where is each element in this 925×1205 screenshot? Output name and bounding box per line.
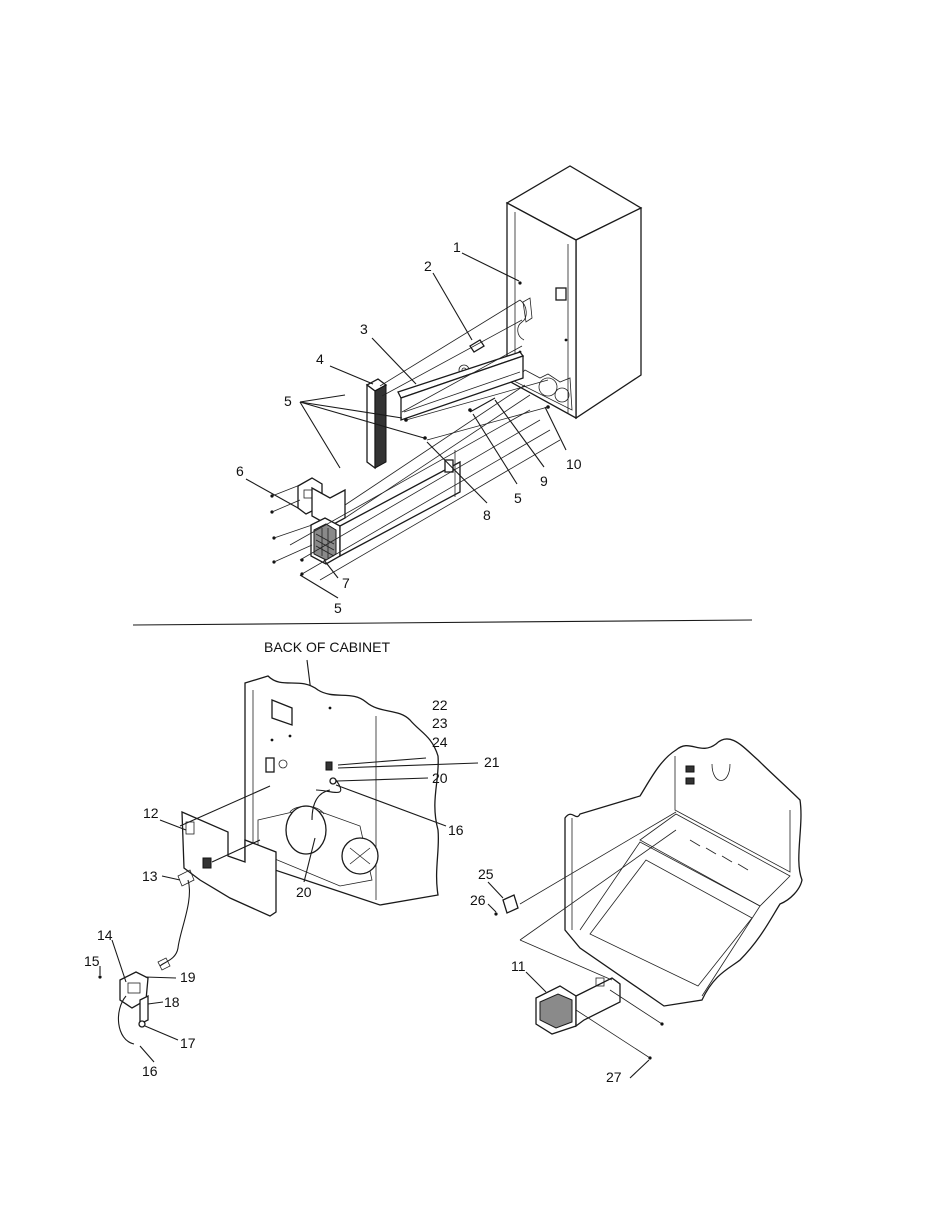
section-divider	[132, 619, 753, 626]
part-6-bracket	[297, 477, 346, 527]
part-18-water-valve	[119, 971, 149, 1028]
callout-21: 21	[484, 754, 500, 770]
leaders-bottom-right	[487, 881, 650, 1079]
callout-27: 27	[606, 1069, 622, 1085]
callout-26: 26	[470, 892, 486, 908]
callout-1: 1	[453, 239, 461, 255]
callout-13: 13	[142, 868, 158, 884]
callout-24: 24	[432, 734, 448, 750]
callout-14: 14	[97, 927, 113, 943]
part-21-connector	[325, 761, 333, 771]
part-20-clamp	[329, 777, 337, 785]
callout-16a: 16	[448, 822, 464, 838]
callout-7: 7	[342, 575, 350, 591]
callout-6: 6	[236, 463, 244, 479]
callout-8: 8	[483, 507, 491, 523]
part-12-cover	[181, 810, 277, 917]
leaders-bottom-left	[99, 757, 479, 1063]
cabinet-access-panel	[271, 699, 293, 726]
callout-20b: 20	[296, 884, 312, 900]
callout-2: 2	[424, 258, 432, 274]
cabinet-rear	[505, 165, 643, 420]
leaders-top	[245, 252, 567, 599]
callout-4: 4	[316, 351, 324, 367]
callout-3: 3	[360, 321, 368, 337]
part-25-pad	[502, 894, 519, 914]
explosion-lines-right	[519, 811, 677, 1059]
callout-5c: 5	[334, 600, 342, 616]
part-7-grille	[310, 460, 461, 565]
callout-23: 23	[432, 715, 448, 731]
callout-17: 17	[180, 1035, 196, 1051]
callout-5b: 5	[514, 490, 522, 506]
part-11-bracket	[535, 977, 621, 1035]
part-4-side-panel	[365, 378, 388, 470]
bottom-right-view: 25 26 11 27	[470, 738, 803, 1085]
back-of-cabinet-heading: BACK OF CABINET	[264, 639, 390, 655]
part-3-rail	[397, 351, 525, 421]
callout-10: 10	[566, 456, 582, 472]
callout-5a: 5	[284, 393, 292, 409]
callout-16b: 16	[142, 1063, 158, 1079]
top-exploded-view: 1 2 3 4 5 6 7 8 5 9 10 5	[236, 165, 643, 616]
callout-20a: 20	[432, 770, 448, 786]
callout-22: 22	[432, 697, 448, 713]
part-9-rod	[469, 397, 496, 413]
callout-11: 11	[511, 958, 526, 974]
callout-19: 19	[180, 969, 196, 985]
part-8-clip	[444, 450, 456, 497]
explosion-lines-top	[271, 299, 561, 581]
cabinet-label-plate	[555, 287, 567, 301]
callout-18: 18	[164, 994, 180, 1010]
bottom-left-view: BACK OF CABINET	[84, 639, 500, 1079]
callout-9: 9	[540, 473, 548, 489]
callout-12: 12	[143, 805, 159, 821]
callout-25: 25	[478, 866, 494, 882]
callout-15: 15	[84, 953, 100, 969]
